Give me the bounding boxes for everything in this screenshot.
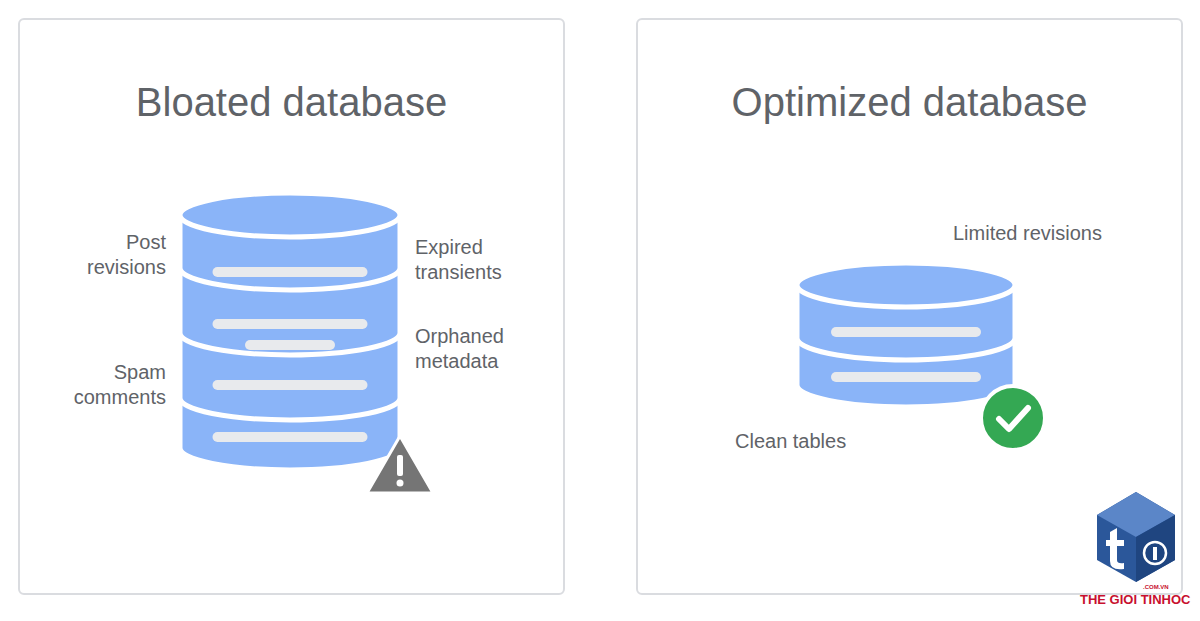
callout-label: Spam comments: [56, 360, 166, 410]
warning-dot: [397, 480, 404, 487]
check-circle: [981, 386, 1045, 450]
placeholder-line: [213, 432, 368, 442]
warning-symbol: [367, 436, 433, 493]
cylinder-segment: [180, 193, 400, 290]
logo-side-face: [1136, 515, 1175, 582]
watermark-text: .COM.VN: [1143, 584, 1183, 591]
placeholder-line: [213, 319, 368, 329]
placeholder-line: [831, 327, 981, 337]
logo-glyph: [1106, 528, 1124, 569]
bloated-cylinder: [180, 193, 400, 470]
placeholder-line: [831, 372, 981, 382]
placeholder-line: [213, 267, 368, 277]
placeholder-line: [245, 340, 335, 350]
logo-globe: [1144, 542, 1166, 564]
warning-mark: [397, 455, 403, 476]
cylinder-cap: [180, 193, 400, 237]
cylinder-cap: [797, 263, 1015, 307]
check-symbol: [981, 386, 1045, 450]
logo-cube: [1097, 492, 1175, 582]
cylinder-segment: [797, 263, 1015, 360]
callout-label: Post revisions: [66, 230, 166, 280]
placeholder-line: [213, 380, 368, 390]
watermark-logo: [1097, 492, 1175, 582]
warning-triangle: [367, 436, 433, 493]
callout-label: Clean tables: [735, 429, 935, 454]
panel-title: Bloated database: [20, 78, 563, 126]
callout-label: Orphaned metadata: [415, 324, 525, 374]
panel-title: Optimized database: [638, 78, 1181, 126]
callout-label: Expired transients: [415, 235, 525, 285]
check-mark: [999, 408, 1028, 429]
watermark-text: THE GIOI TINHOC: [1080, 592, 1190, 608]
logo-globe-bar: [1153, 547, 1157, 560]
callout-label: Limited revisions: [953, 221, 1153, 246]
optimized-cylinder: [797, 263, 1015, 407]
